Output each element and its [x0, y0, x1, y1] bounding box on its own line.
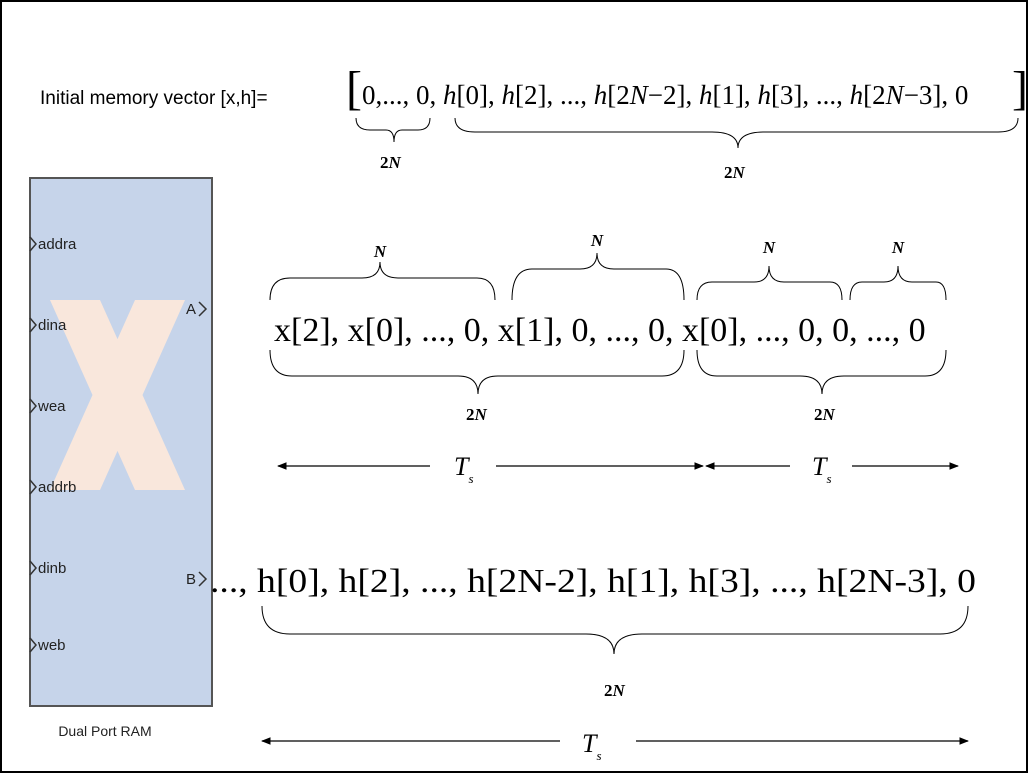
port-b-data-stream: ..., h[0], h[2], ..., h[2N-2], h[1], h[3… — [210, 563, 976, 600]
segment-1-top-label: N — [373, 242, 387, 261]
port-b-length-label: 2N — [604, 681, 626, 700]
port-b-row: ..., h[0], h[2], ..., h[2N-2], h[1], h[3… — [210, 563, 976, 763]
segment-3-top-label: N — [762, 238, 776, 257]
dual-port-ram-block[interactable]: addra dina wea addrb dinb web A B Dual P… — [29, 177, 213, 739]
memory-vector-elements: 0,..., 0, h[0], h[2], ..., h[2N−2], h[1]… — [362, 80, 968, 110]
port-b-output-label: B — [186, 571, 196, 588]
port-dina-label: dina — [38, 317, 67, 334]
port-a-data-stream: x[2], x[0], ..., 0, x[1], 0, ..., 0, x[0… — [274, 312, 926, 349]
brace-coefficients-label: 2N — [724, 163, 746, 182]
port-web-label: web — [37, 637, 66, 654]
ram-block-title: Dual Port RAM — [58, 723, 151, 739]
brace-period-2-bottom — [696, 349, 947, 395]
period-2-ts-label: Ts — [812, 452, 832, 486]
brace-segment-1-top — [269, 261, 496, 301]
memory-vector-label: Initial memory vector [x,h]= — [40, 88, 268, 109]
port-addrb-label: addrb — [38, 479, 76, 496]
brace-port-b-bottom — [261, 605, 969, 655]
segment-4-top-label: N — [891, 238, 905, 257]
period-2-length-label: 2N — [814, 405, 836, 424]
brace-period-1-bottom — [269, 349, 685, 395]
brace-segment-3-top — [696, 265, 843, 301]
port-a-row: N N N N x[2], x[0], ..., 0, x[1], 0, ...… — [269, 231, 959, 486]
port-wea-label: wea — [37, 398, 66, 415]
brace-coefficients — [454, 117, 1019, 149]
brace-zeros-label: 2N — [380, 153, 402, 172]
port-a-output-label: A — [186, 301, 196, 318]
port-dinb-label: dinb — [38, 560, 66, 577]
brace-segment-2-top — [511, 252, 685, 301]
input-port-chevrons — [29, 236, 37, 653]
memory-vector-close-bracket: ] — [1012, 62, 1028, 115]
output-port-chevrons — [198, 301, 208, 587]
port-b-ts-label: Ts — [582, 729, 602, 763]
memory-vector-open-bracket: [ — [346, 62, 362, 115]
period-1-ts-label: Ts — [454, 452, 474, 486]
segment-2-top-label: N — [590, 231, 604, 250]
xilinx-logo-watermark — [50, 300, 185, 490]
port-addra-label: addra — [38, 236, 77, 253]
period-1-length-label: 2N — [466, 405, 488, 424]
brace-zeros — [355, 117, 431, 143]
brace-segment-4-top — [849, 265, 947, 301]
